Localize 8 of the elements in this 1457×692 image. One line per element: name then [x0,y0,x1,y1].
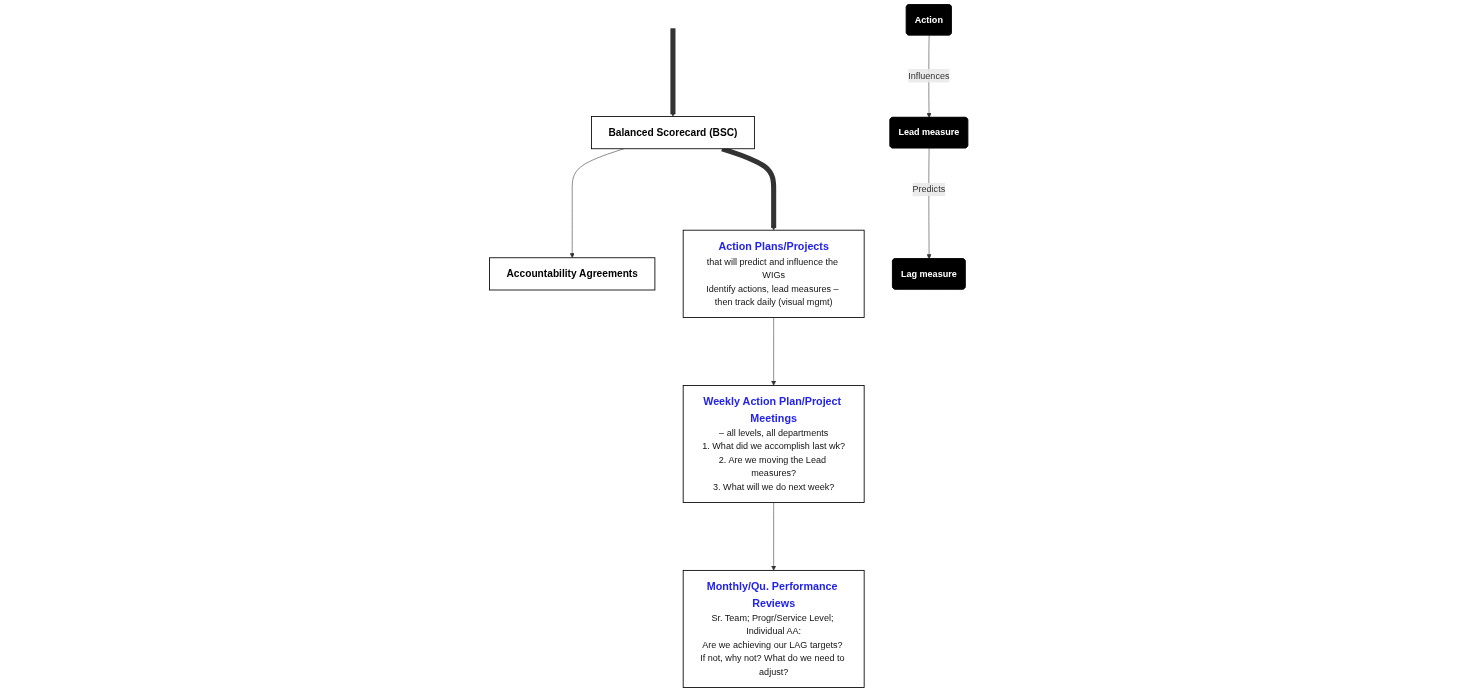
edge-label: Influences [908,70,950,81]
edge-label: Predicts [912,184,946,194]
node-box: Balanced Scorecard (BSC) [590,116,755,150]
node-box: Action Plans/Projects that will predict and influence the WIGs Identify actions, lead measures – then track daily (visual mgmt) [682,229,865,318]
node-box: Monthly/Qu. Performance Reviews Sr. Team; Progr/Service Level; Individual AA: Are we achieving our LAG targets? If not, why not? What do we need to adjust? [682,569,865,688]
node-box: Weekly Action Plan/Project Meetings – all levels, all departments 1. What did we accomplish last wk? 2. Are we moving the Lead measures? 3. What will we do next week? [682,385,865,503]
node-box: Accountability Agreements [488,257,656,291]
arrow [670,28,676,117]
